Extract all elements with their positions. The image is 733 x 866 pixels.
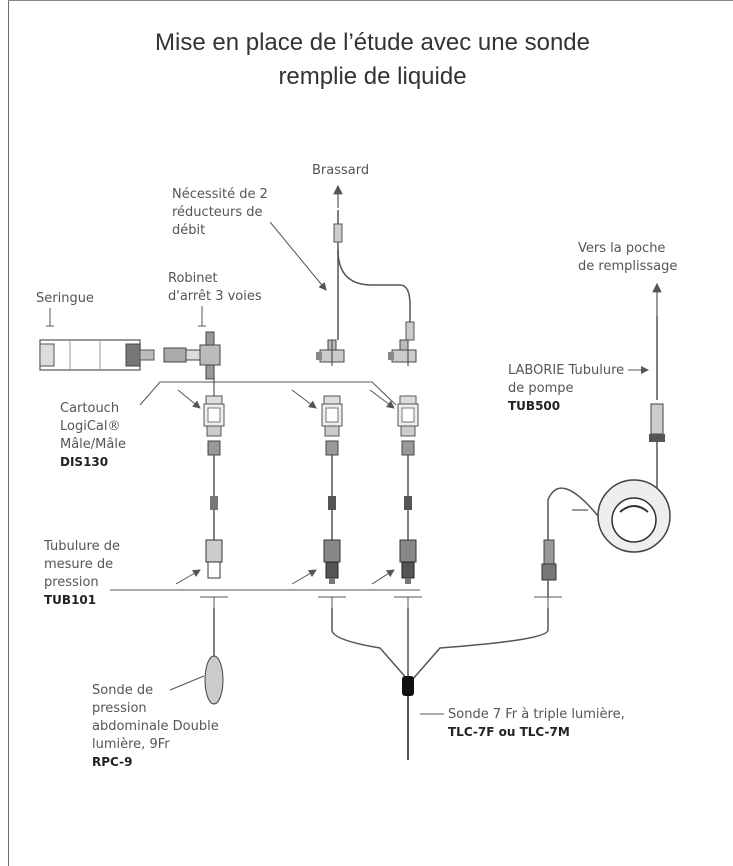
label-brassard: Brassard	[312, 163, 369, 178]
label-tubulure-3: pression	[44, 575, 99, 590]
label-cartouch-code: DIS130	[60, 455, 108, 469]
label-cartouch-1: Cartouch	[60, 401, 119, 416]
cartridge-right	[397, 395, 419, 456]
label-robinet-1: Robinet	[168, 271, 218, 286]
title-line-2: remplie de liquide	[278, 63, 467, 90]
cuff-tubing	[333, 210, 415, 341]
page-title: Mise en place de l’étude avec une sonde …	[100, 26, 645, 94]
label-tubulure-code: TUB101	[44, 593, 96, 607]
abdominal-balloon	[204, 655, 224, 705]
catheter-lumen-1	[331, 608, 409, 681]
pointer-sonde-p	[169, 675, 205, 691]
label-tubulure-2: mesure de	[44, 557, 113, 572]
label-necessite-1: Nécessité de 2	[172, 187, 268, 202]
label-sonde-p-code: RPC-9	[92, 755, 132, 769]
label-tubulure-1: Tubulure de	[43, 539, 120, 554]
label-laborie-2: de pompe	[508, 381, 574, 396]
stopcock	[163, 331, 221, 380]
label-vers-1: Vers la poche	[578, 241, 665, 256]
label-laborie-1: LABORIE Tubulure	[508, 363, 624, 378]
pointer-necessite	[269, 221, 327, 291]
label-sonde-p-3: abdominale Double	[92, 719, 219, 734]
label-necessite-2: réducteurs de	[172, 205, 263, 220]
transducer-left	[205, 539, 223, 579]
left-border	[8, 0, 9, 866]
label-robinet-2: d'arrêt 3 voies	[168, 289, 262, 304]
label-necessite-3: débit	[172, 223, 205, 238]
label-laborie-code: TUB500	[508, 399, 560, 413]
valve-middle	[315, 339, 345, 363]
title-line-1: Mise en place de l’étude avec une sonde	[155, 29, 590, 56]
label-sonde-p-2: pression	[92, 701, 147, 716]
cartridge-left	[203, 395, 225, 456]
valve-right	[387, 339, 417, 363]
label-sonde7-1: Sonde 7 Fr à triple lumière,	[448, 707, 625, 722]
catheter-lumen-3	[411, 608, 549, 681]
label-vers-2: de remplissage	[578, 259, 677, 274]
label-sonde-p-1: Sonde de	[92, 683, 153, 698]
label-sonde-p-4: lumière, 9Fr	[92, 737, 170, 752]
top-border	[8, 0, 733, 1]
pump-tubing	[541, 316, 671, 597]
pointer-cartouch	[139, 381, 397, 406]
catheter-hub	[402, 676, 414, 696]
label-cartouch-2: LogiCal®	[60, 419, 121, 434]
label-cartouch-3: Mâle/Mâle	[60, 437, 126, 452]
label-sonde7-code: TLC-7F ou TLC-7M	[448, 725, 570, 739]
cartridge-middle	[321, 395, 343, 456]
connector-ticks	[200, 596, 562, 608]
label-seringue: Seringue	[36, 291, 94, 306]
transducer-right	[399, 539, 417, 585]
syringe	[39, 339, 155, 371]
transducer-middle	[323, 539, 341, 585]
